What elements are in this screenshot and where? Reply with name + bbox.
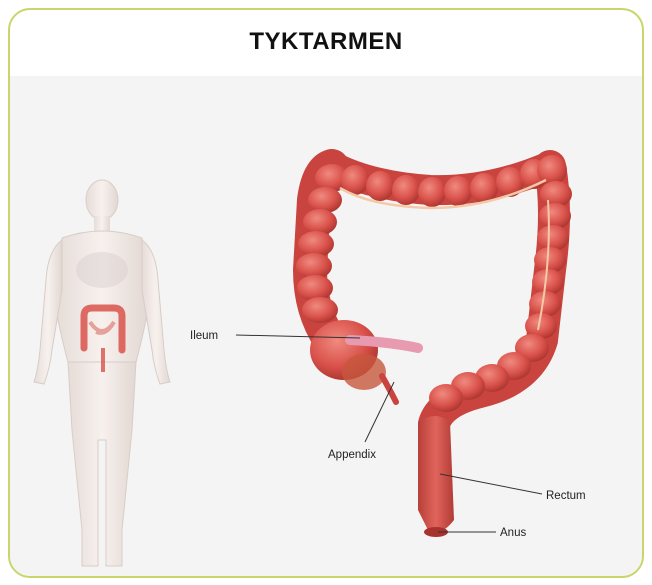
ileum-label: Ileum xyxy=(190,330,218,342)
appendix-pointer-line xyxy=(365,382,394,442)
appendix-label: Appendix xyxy=(328,449,376,461)
anus-label: Anus xyxy=(500,527,526,539)
colon-illustration: Ileum Appendix Rectum Anus xyxy=(10,10,642,576)
rectum-label: Rectum xyxy=(546,490,586,502)
diagram-frame: TYKTARMEN xyxy=(8,8,644,578)
large-intestine xyxy=(296,155,572,537)
human-body-figure xyxy=(34,180,170,566)
rectum-pointer-line xyxy=(440,474,542,494)
